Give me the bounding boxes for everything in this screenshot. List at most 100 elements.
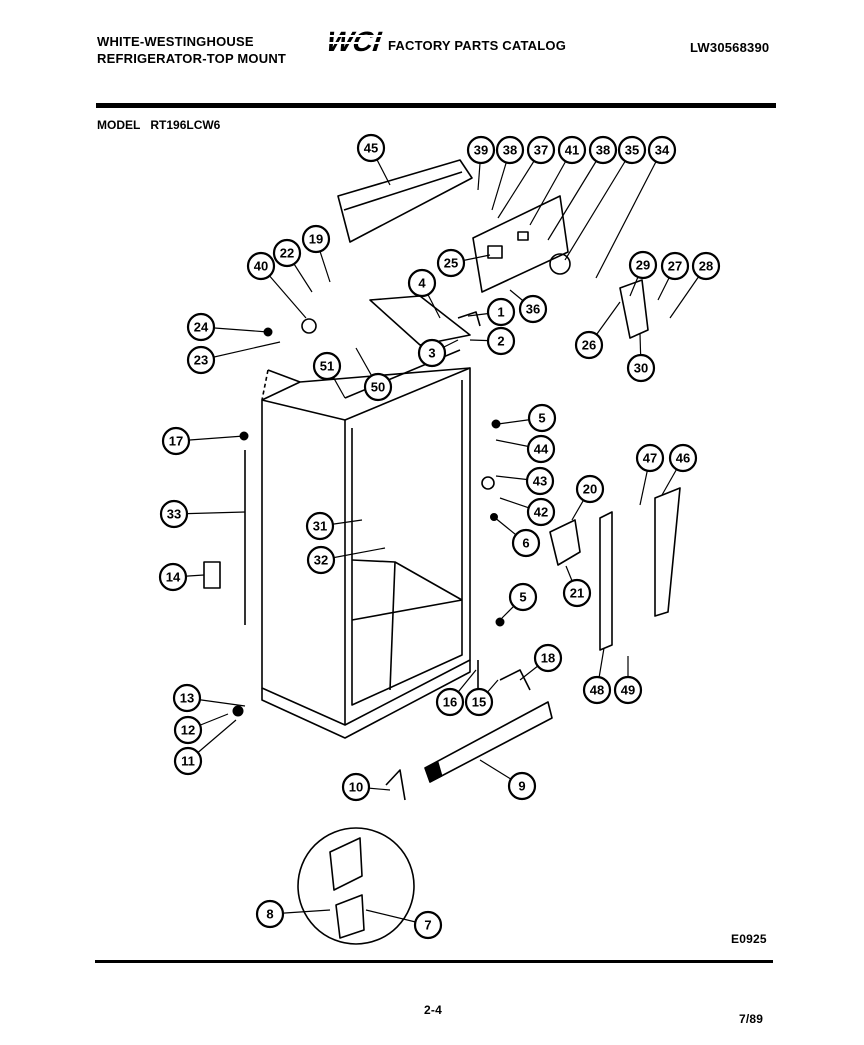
callout-label: 29 (636, 258, 650, 273)
callout-2: 2 (469, 326, 516, 356)
callout-circle (173, 715, 203, 745)
callout-label: 40 (254, 259, 268, 274)
callout-circle (508, 582, 538, 612)
footer-rule (95, 960, 773, 963)
callout-label: 41 (565, 143, 579, 158)
callout-circle (363, 372, 393, 402)
callout-circle (186, 312, 216, 342)
callout-circle (417, 338, 447, 368)
callout-label: 34 (655, 143, 670, 158)
callout-label: 5 (519, 590, 526, 605)
callout-circle (341, 772, 371, 802)
callout-45: 45 (356, 133, 391, 186)
callout-circle (575, 474, 605, 504)
callout-6: 6 (493, 516, 541, 558)
callout-label: 20 (583, 482, 597, 497)
callout-circle (525, 466, 555, 496)
callout-label: 50 (371, 380, 385, 395)
callout-18: 18 (519, 643, 563, 681)
callout-label: 1 (497, 305, 504, 320)
callout-38: 38 (491, 135, 525, 211)
callout-circle (306, 545, 336, 575)
callout-label: 38 (596, 143, 610, 158)
callout-4: 4 (407, 268, 441, 319)
callout-label: 38 (503, 143, 517, 158)
callout-21: 21 (562, 565, 592, 608)
callout-label: 28 (699, 259, 713, 274)
callout-label: 11 (181, 754, 195, 769)
callout-10: 10 (341, 772, 391, 802)
callout-label: 32 (314, 553, 328, 568)
callout-circle (526, 434, 556, 464)
callout-5: 5 (501, 582, 538, 619)
callout-label: 30 (634, 361, 648, 376)
callout-circle (466, 135, 496, 165)
callout-circle (527, 403, 557, 433)
callout-circle (557, 135, 587, 165)
callout-label: 13 (180, 691, 194, 706)
hinge-detail-drawing (297, 827, 415, 945)
grille-drawing (424, 701, 553, 783)
callout-label: 24 (194, 320, 209, 335)
callout-circle (486, 326, 516, 356)
callout-22: 22 (272, 238, 313, 293)
callout-8: 8 (255, 899, 331, 929)
callout-label: 14 (166, 570, 181, 585)
callout-24: 24 (186, 312, 269, 342)
callout-label: 16 (443, 695, 457, 710)
callout-circle (172, 683, 202, 713)
callout-circle (617, 135, 647, 165)
callout-label: 26 (582, 338, 596, 353)
callout-circle (588, 135, 618, 165)
callout-34: 34 (595, 135, 677, 279)
callout-circle (436, 248, 466, 278)
callout-circle (533, 643, 563, 673)
callout-label: 2 (497, 334, 504, 349)
callout-31: 31 (305, 511, 363, 541)
catalog-date: 7/89 (739, 1012, 764, 1026)
callout-label: 18 (541, 651, 555, 666)
callout-23: 23 (186, 341, 281, 375)
callout-circle (526, 497, 556, 527)
callout-13: 13 (172, 683, 246, 713)
callout-46: 46 (661, 443, 698, 496)
callout-circle (464, 687, 494, 717)
svg-text:WCI: WCI (322, 27, 384, 56)
brand-line-2: REFRIGERATOR-TOP MOUNT (97, 51, 287, 66)
wci-logo: WCI (322, 27, 384, 56)
callout-42: 42 (499, 497, 556, 527)
callout-44: 44 (495, 434, 556, 464)
callout-label: 17 (169, 434, 183, 449)
callout-label: 48 (590, 683, 604, 698)
callout-label: 46 (676, 451, 690, 466)
callout-label: 33 (167, 507, 181, 522)
callout-48: 48 (582, 647, 612, 705)
callout-label: 44 (534, 442, 549, 457)
callout-circle (526, 135, 556, 165)
document-number: LW30568390 (690, 40, 770, 55)
callout-circle (305, 511, 335, 541)
callout-circle (518, 294, 548, 324)
small-parts-drawing (203, 253, 649, 801)
shelf-supports-drawing (549, 487, 681, 651)
callout-14: 14 (158, 562, 205, 592)
callout-label: 12 (181, 723, 195, 738)
callout-40: 40 (246, 251, 307, 319)
callout-circle (407, 268, 437, 298)
callout-label: 47 (643, 451, 657, 466)
callout-label: 27 (668, 259, 682, 274)
callout-label: 45 (364, 141, 378, 156)
callout-36: 36 (509, 289, 548, 324)
callout-28: 28 (669, 251, 721, 319)
top-cover-drawing (337, 159, 569, 346)
callout-label: 51 (320, 359, 334, 374)
callout-label: 15 (472, 695, 486, 710)
callout-label: 31 (313, 519, 327, 534)
callout-label: 49 (621, 683, 635, 698)
callout-20: 20 (571, 474, 605, 521)
callout-circle (613, 675, 643, 705)
page-number: 2-4 (424, 1003, 442, 1017)
callout-label: 4 (418, 276, 426, 291)
callout-39: 39 (466, 135, 496, 191)
